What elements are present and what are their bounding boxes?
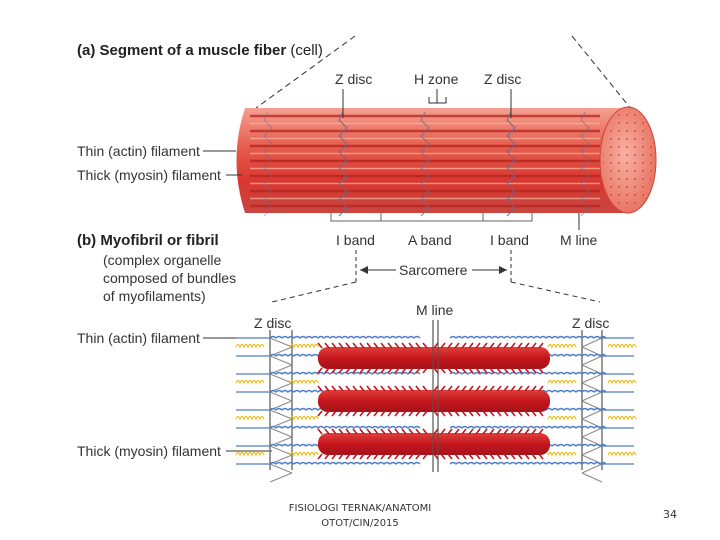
thick-filament-label-a: Thick (myosin) filament	[77, 167, 221, 183]
a-band-bracket	[380, 213, 484, 222]
thick-filament-label-b: Thick (myosin) filament	[77, 443, 221, 459]
footer-line-1: FISIOLOGI TERNAK/ANATOMI	[289, 503, 431, 514]
m-line-label-a: M line	[560, 232, 598, 248]
zoom-line-lower-right	[510, 281, 601, 303]
m-line-label-b: M line	[416, 302, 454, 318]
i-band-bracket-right	[482, 213, 533, 222]
section-b-title: (b) Myofibril or fibril	[77, 232, 219, 249]
a-band-label: A band	[408, 232, 452, 248]
h-zone-bracket	[428, 89, 447, 104]
h-zone-label: H zone	[414, 71, 459, 87]
myofibril-sarcomere	[235, 320, 637, 483]
section-b-desc-1: (complex organelle	[103, 252, 221, 268]
thin-filament-label-b: Thin (actin) filament	[77, 330, 200, 346]
zoom-line-lower-left	[271, 281, 357, 303]
section-b-desc-3: of myofilaments)	[103, 288, 206, 304]
i-band-bracket-left	[330, 213, 382, 222]
sarcomere-label: Sarcomere	[399, 262, 468, 278]
z-disc-label-b-right: Z disc	[572, 315, 609, 331]
z-disc-label-right: Z disc	[484, 71, 521, 87]
z-disc-label-left: Z disc	[335, 71, 372, 87]
sarcomere-arrowhead-left	[360, 266, 368, 274]
footer-line-2: OTOT/CIN/2015	[321, 518, 399, 529]
zoom-line-right	[571, 35, 633, 111]
zoom-line-left	[255, 35, 356, 109]
i-band-label-left: I band	[336, 232, 375, 248]
section-a-title: (a) Segment of a muscle fiber (cell)	[77, 42, 323, 59]
i-band-label-right: I band	[490, 232, 529, 248]
z-disc-label-b-left: Z disc	[254, 315, 291, 331]
thin-filament-label-a: Thin (actin) filament	[77, 143, 200, 159]
sarcomere-arrowhead-right	[499, 266, 507, 274]
muscle-fiber-cylinder	[236, 106, 657, 217]
section-b-desc-2: composed of bundles	[103, 270, 236, 286]
page-number: 34	[663, 508, 677, 521]
